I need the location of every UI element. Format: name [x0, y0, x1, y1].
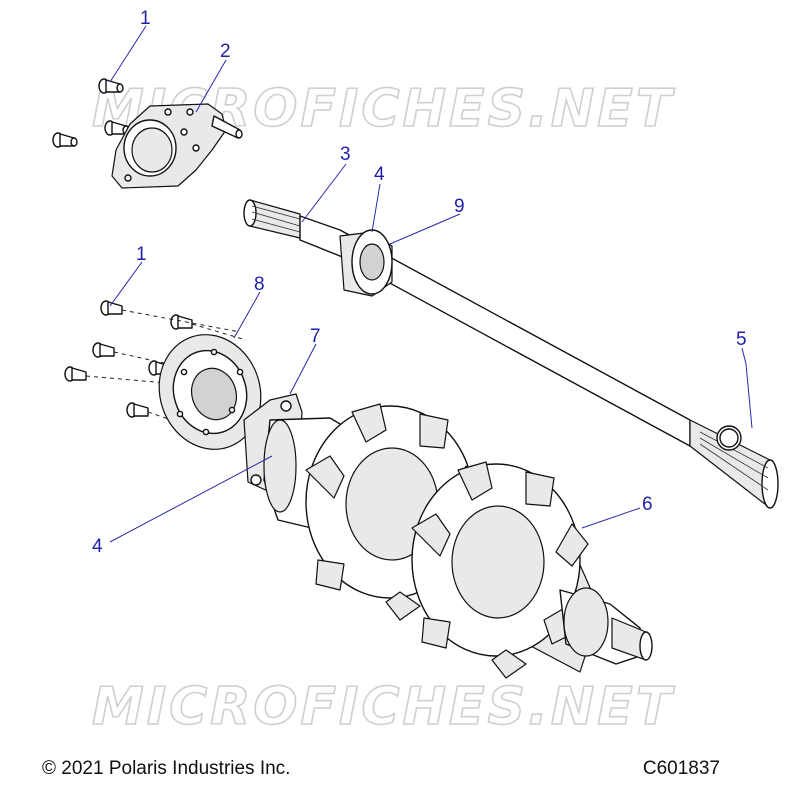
callout-1-top: 1 [140, 8, 151, 29]
callout-4-lower: 4 [92, 536, 103, 557]
bolt-left [52, 132, 78, 148]
bearing-bracket [111, 103, 243, 189]
leader-lines [109, 25, 753, 543]
o-ring [716, 425, 742, 451]
drive-shaft [243, 199, 779, 509]
bearing-plate [158, 334, 262, 450]
callout-2: 2 [220, 41, 231, 62]
sprocket-right [411, 461, 589, 679]
upper-bolts [52, 78, 130, 148]
bolt-lower-3 [92, 342, 115, 358]
drive-sprocket-assembly [243, 393, 653, 679]
bolt-lower-6 [126, 402, 149, 418]
bolt-lower-2 [170, 314, 193, 330]
bolt-top [98, 78, 124, 94]
callout-7: 7 [310, 326, 321, 347]
watermark-bottom: MICROFICHES.NET [92, 677, 675, 737]
bolt-lower-5 [64, 366, 87, 382]
callout-4-top: 4 [374, 164, 385, 185]
callout-8: 8 [254, 274, 265, 295]
figure-id: C601837 [642, 758, 720, 779]
bolt-lower-1 [100, 300, 123, 316]
callouts: 1 2 3 4 9 1 8 7 5 6 4 [92, 8, 747, 557]
copyright-notice: © 2021 Polaris Industries Inc. [42, 758, 291, 779]
callout-9: 9 [454, 196, 465, 217]
callout-5: 5 [736, 329, 747, 350]
callout-3: 3 [340, 144, 351, 165]
callout-1-lower: 1 [136, 244, 147, 265]
callout-6: 6 [642, 494, 653, 515]
